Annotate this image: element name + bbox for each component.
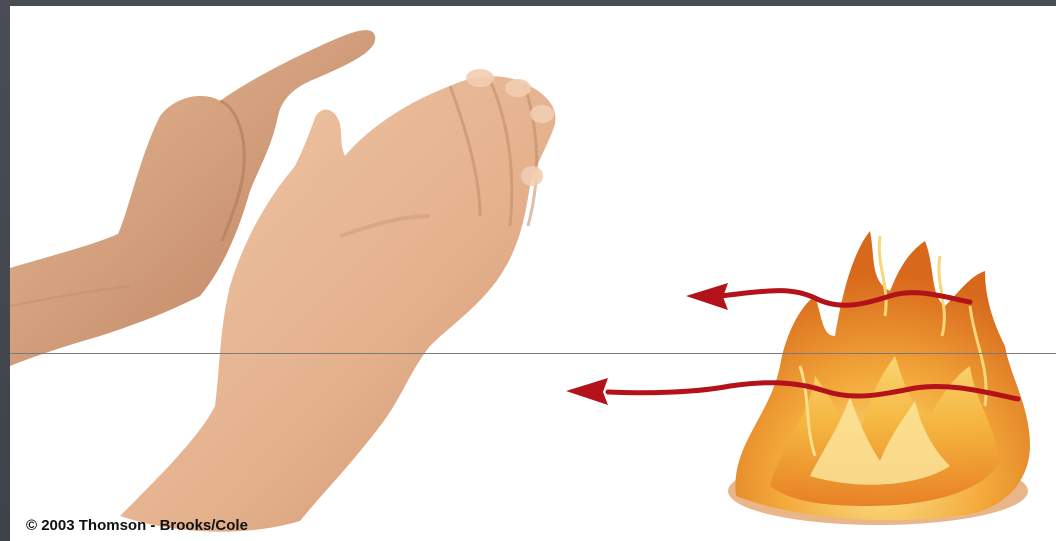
fire-icon	[728, 231, 1030, 525]
divider-line	[10, 353, 1056, 354]
figure-canvas: © 2003 Thomson - Brooks/Cole	[10, 6, 1056, 541]
illustration	[10, 6, 1056, 541]
copyright-caption: © 2003 Thomson - Brooks/Cole	[26, 517, 248, 534]
